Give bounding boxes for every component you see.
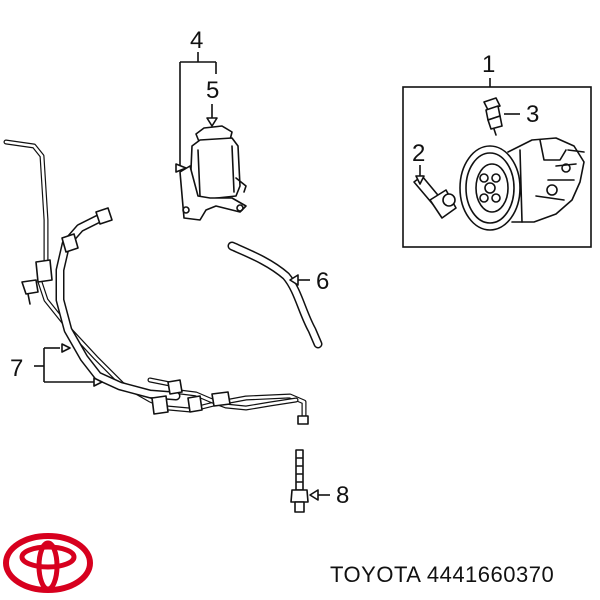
callout-4: 4 (190, 27, 203, 54)
oil-reservoir-tank (179, 125, 247, 221)
callout-2: 2 (412, 140, 425, 167)
callout-5: 5 (206, 77, 219, 104)
power-steering-pump (459, 137, 585, 231)
pump-detail-box (402, 86, 592, 248)
reservoir-group (175, 52, 247, 221)
callout-3: 3 (526, 101, 539, 128)
toyota-logo-icon (3, 533, 93, 593)
pump-assembly-group (402, 78, 592, 248)
callout-6: 6 (316, 268, 329, 295)
brand-name: TOYOTA (330, 562, 421, 587)
pressure-line-part-7 (3, 139, 309, 425)
part-2-fitting (413, 165, 457, 219)
callout-8: 8 (336, 482, 349, 509)
callout-1: 1 (482, 51, 495, 78)
part-3-connector (483, 97, 520, 136)
part-reference-label: TOYOTA 4441660370 (330, 562, 554, 588)
return-hose-part-6 (227, 241, 323, 349)
callout-7: 7 (10, 355, 23, 382)
part-number: 4441660370 (426, 562, 555, 587)
union-bolt-part-8 (290, 449, 330, 513)
